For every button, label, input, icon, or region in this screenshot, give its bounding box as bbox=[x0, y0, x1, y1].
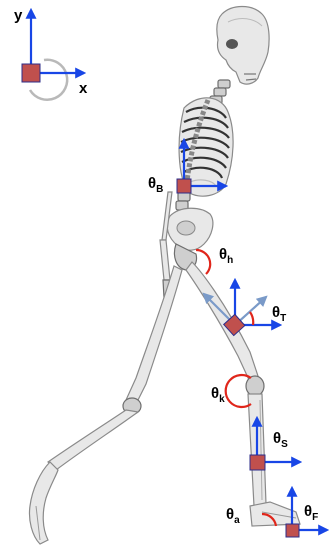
thigh-angle-arc bbox=[250, 312, 253, 325]
theta-s-label: θS bbox=[273, 430, 288, 450]
theta-f-label: θF bbox=[304, 503, 318, 523]
theta-a-label: θa bbox=[226, 506, 240, 526]
theta-k-label: θk bbox=[211, 385, 225, 405]
shank-frame-box bbox=[250, 455, 265, 470]
back-leg bbox=[29, 266, 182, 544]
foot-frame-box bbox=[286, 524, 299, 537]
hip-angle: θh bbox=[196, 246, 233, 274]
theta-t-label: θT bbox=[272, 304, 286, 324]
y-axis-label: y bbox=[14, 7, 23, 24]
skull bbox=[217, 7, 269, 85]
x-axis-label: x bbox=[79, 80, 88, 97]
reference-frame-box bbox=[22, 64, 40, 82]
frame-thigh: θT bbox=[204, 280, 286, 336]
theta-h-label: θh bbox=[219, 246, 233, 266]
front-leg bbox=[186, 262, 300, 526]
trunk-frame-box bbox=[177, 179, 191, 193]
theta-b-label: θB bbox=[148, 175, 163, 195]
reference-frame: y x bbox=[14, 7, 88, 100]
frame-shank: θS bbox=[250, 418, 300, 470]
pelvis bbox=[167, 208, 213, 270]
knee-angle: θk bbox=[211, 375, 251, 407]
lumbar-spine bbox=[176, 192, 190, 210]
frame-foot: θF bbox=[286, 488, 327, 537]
